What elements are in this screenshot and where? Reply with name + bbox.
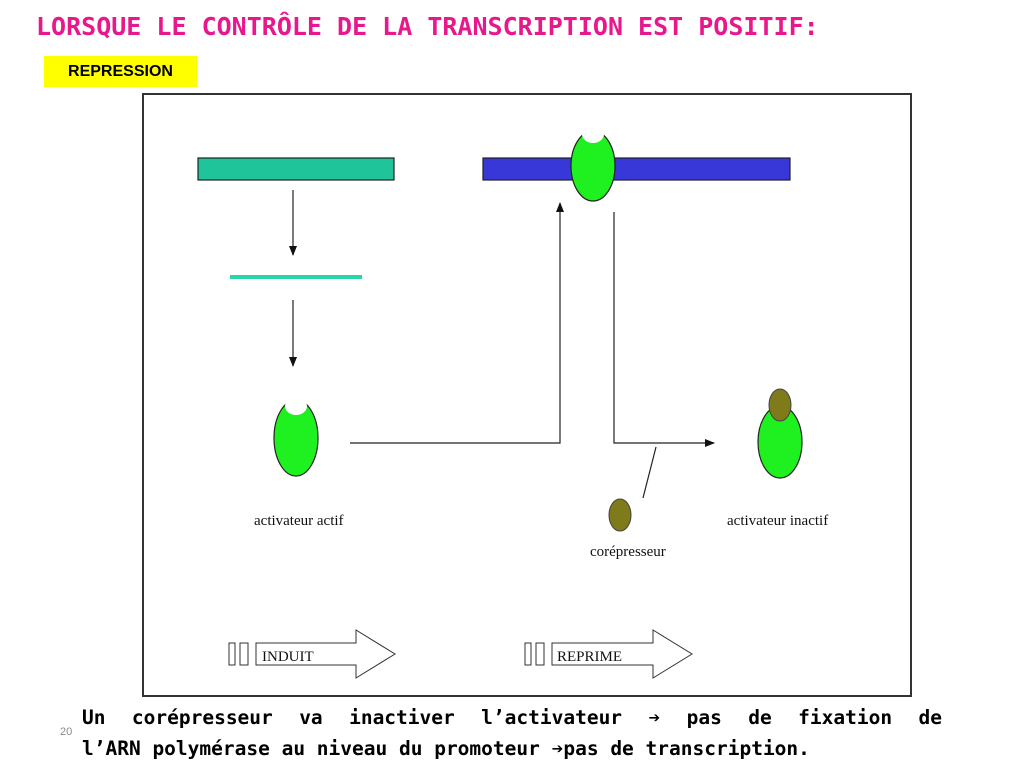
arrow-to-inactive-activator [613,212,715,447]
corepressor-icon [608,498,632,532]
inactive-activator-icon [757,388,803,479]
label-induced: INDUIT [262,649,314,665]
right-arrow-icon: ➔ [551,737,564,760]
caption-text: Un corépresseur va inactiver l’activateu… [82,706,649,729]
arrow-to-target-gene [350,202,564,444]
corepressor-pointer [642,446,657,499]
caption-line-1: Un corépresseur va inactiver l’activateu… [82,702,942,733]
caption: Un corépresseur va inactiver l’activateu… [82,702,942,764]
repressed-arrow [524,629,693,679]
regulator-gene-bar [197,157,395,181]
bound-activator-icon [570,125,616,202]
target-gene-bar [482,157,791,181]
label-corepressor: corépresseur [590,544,666,560]
caption-text: pas de transcription. [563,737,810,760]
label-active-activator: activateur actif [254,513,344,529]
right-arrow-icon: ➔ [648,706,661,729]
diagram-frame [142,93,912,697]
label-inactive-activator: activateur inactif [727,513,828,529]
label-repressed: REPRIME [557,649,622,665]
slide-number: 20 [60,726,73,738]
induced-arrow [228,629,396,679]
caption-text: pas de fixation de [660,706,942,729]
slide-title: LORSQUE LE CONTRÔLE DE LA TRANSCRIPTION … [36,12,819,41]
active-activator-icon [273,397,319,477]
caption-text: l’ARN polymérase au niveau du promoteur [82,737,552,760]
caption-line-2: l’ARN polymérase au niveau du promoteur … [82,733,942,764]
repression-badge: REPRESSION [44,56,197,87]
